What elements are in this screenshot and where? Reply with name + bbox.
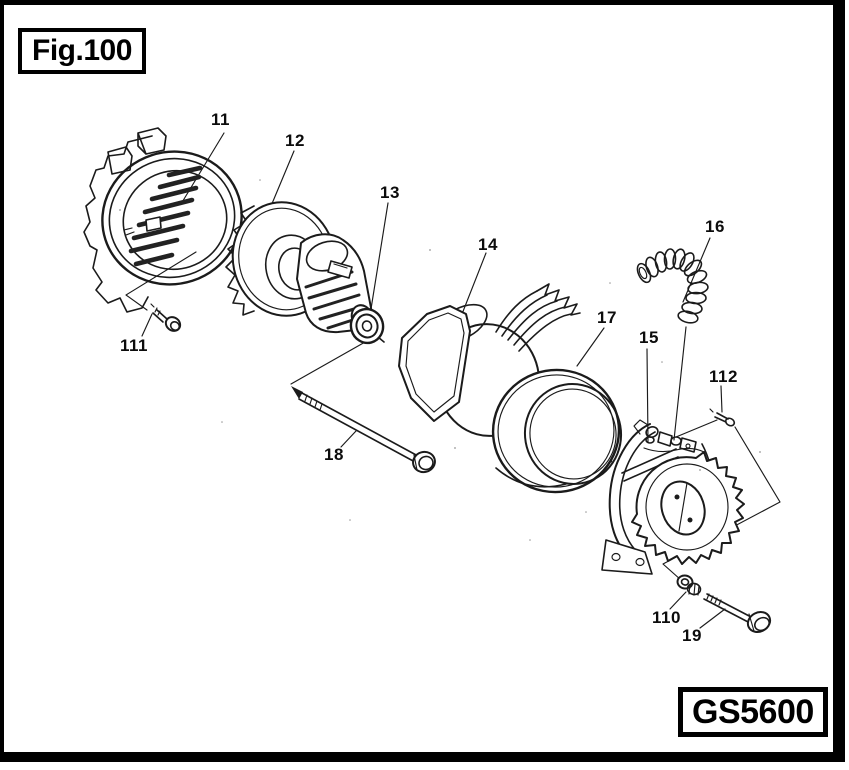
- part-110-nut-washer: [676, 574, 702, 596]
- part-label-111: 111: [120, 336, 148, 355]
- part-label-15: 15: [639, 328, 659, 347]
- part-19-bolt: [703, 593, 772, 633]
- part-label-11: 11: [211, 110, 230, 129]
- part-label-18: 18: [324, 445, 344, 464]
- part-15-end-bracket: [601, 419, 745, 575]
- scan-noise: [119, 179, 761, 541]
- part-13-bearing: [349, 307, 385, 345]
- figure-number-badge: Fig.100: [18, 28, 146, 74]
- part-111-bolt: [150, 303, 182, 332]
- part-11-rear-cover: [83, 127, 243, 313]
- figure-number-text: Fig.100: [32, 34, 132, 67]
- model-number-badge: GS5600: [678, 687, 828, 737]
- leader-lines: [141, 132, 726, 629]
- part-18-through-bolt: [291, 386, 436, 474]
- part-label-12: 12: [285, 131, 305, 150]
- part-label-13: 13: [380, 183, 400, 202]
- part-112-screw: [709, 408, 736, 427]
- part-label-14: 14: [478, 235, 498, 254]
- part-label-19: 19: [682, 626, 702, 645]
- part-16-flex-conduit: [636, 248, 709, 324]
- part-label-110: 110: [652, 608, 681, 627]
- part-label-16: 16: [705, 217, 725, 236]
- part-label-112: 112: [709, 367, 738, 386]
- part-label-17: 17: [597, 308, 617, 327]
- part-17-housing-band: [491, 368, 623, 494]
- model-number-text: GS5600: [692, 693, 814, 731]
